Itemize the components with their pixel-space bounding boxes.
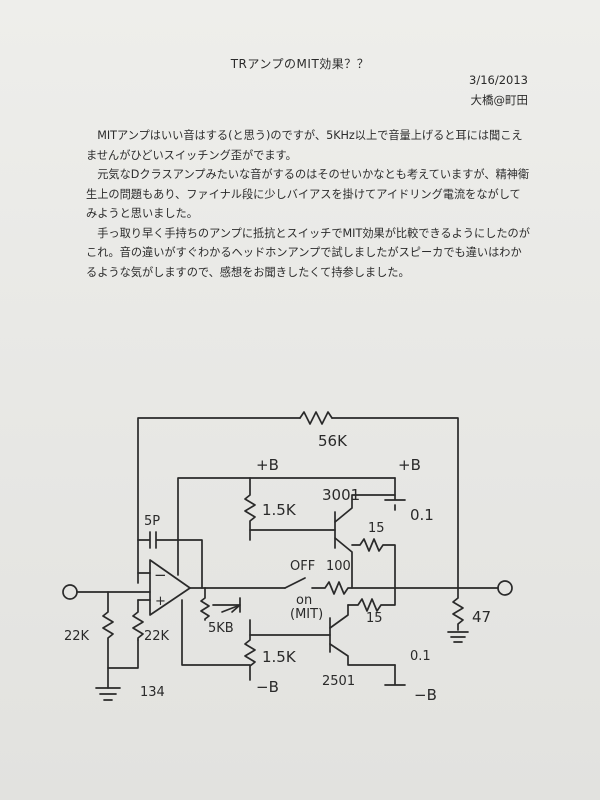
label-q-top: 3001 xyxy=(322,486,360,504)
label-r-load: 47 xyxy=(472,608,491,626)
opamp-supply xyxy=(177,477,396,666)
label-r-bottom: 1.5K xyxy=(262,648,297,666)
feedback-wire xyxy=(137,411,459,589)
lower-output-stage xyxy=(244,587,406,686)
label-trimmer: 5KB xyxy=(208,621,234,636)
label-minus-b-left: −B xyxy=(256,678,279,696)
bias-network xyxy=(95,591,144,701)
label-switch-off: OFF xyxy=(290,559,315,574)
label-opamp-plus: + xyxy=(155,594,166,609)
paragraph-3: 手っ取り早く手持ちのアンプに抵抗とスイッチでMIT効果が比較できるようにしたのが… xyxy=(86,226,530,279)
output-path xyxy=(204,577,513,596)
label-plus-b-left: +B xyxy=(256,456,279,474)
label-cap-top: 0.1 xyxy=(410,506,434,524)
document-date: 3/16/2013 xyxy=(469,73,528,87)
label-56k: 56K xyxy=(318,432,348,450)
load-resistor xyxy=(447,587,469,643)
opamp-symbol xyxy=(137,559,206,616)
label-re-top: 15 xyxy=(368,521,385,536)
input-terminal xyxy=(62,584,151,600)
label-opamp-minus: − xyxy=(154,566,167,584)
label-r-series: 100 xyxy=(326,559,351,574)
label-switch-on: on xyxy=(296,593,312,608)
label-plus-b-right: +B xyxy=(398,456,421,474)
label-cap-bottom: 0.1 xyxy=(410,649,431,664)
paragraph-1: MITアンプはいい音はする(と思う)のですが、5KHz以上で音量上げると耳には聞… xyxy=(86,129,523,162)
label-switch-mit: (MIT) xyxy=(290,607,323,622)
upper-output-stage xyxy=(244,477,406,589)
mit-bias-network xyxy=(200,587,241,621)
body-text: MITアンプはいい音はする(と思う)のですが、5KHz以上で音量上げると耳には聞… xyxy=(86,126,531,282)
label-q-bottom: 2501 xyxy=(322,674,355,689)
document-title: TRアンプのMIT効果？？ xyxy=(230,57,370,71)
label-r-bias2: 22K xyxy=(144,629,170,644)
label-cap-comp: 5P xyxy=(144,514,160,529)
compensation-capacitor xyxy=(137,531,203,589)
label-ground-note: 134 xyxy=(140,685,165,700)
label-r-top: 1.5K xyxy=(262,501,297,519)
label-r-bias1: 22K xyxy=(64,629,90,644)
label-minus-b-right: −B xyxy=(414,686,437,704)
document-author: 大橋@町田 xyxy=(470,93,529,107)
paragraph-2: 元気なDクラスアンプみたいな音がするのはそのせいかなとも考えていますが、精神衛生… xyxy=(86,168,530,220)
label-re-bottom: 15 xyxy=(366,611,383,626)
